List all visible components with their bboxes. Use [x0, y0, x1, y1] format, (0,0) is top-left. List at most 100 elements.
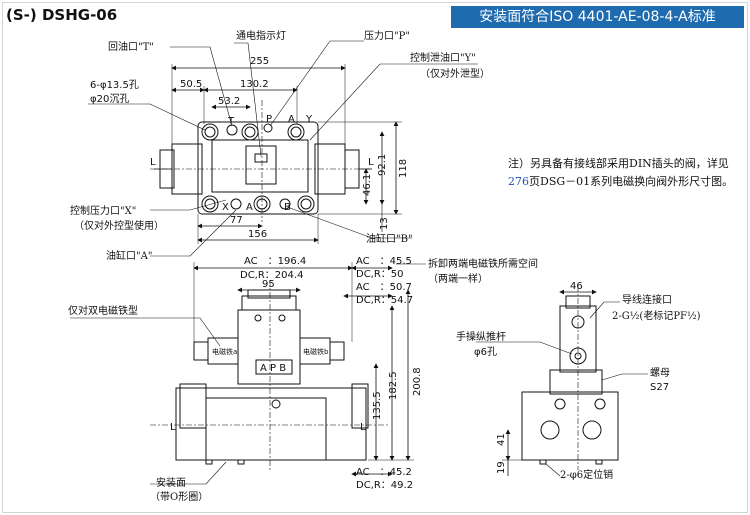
label-19: 19: [496, 461, 507, 474]
bolt-hole-inner: [204, 126, 216, 138]
note-prefix: 注）另具备有接线部采用DIN插头的阀，详见: [508, 157, 729, 170]
label-46: 46: [570, 281, 583, 292]
dim-46-1: 46.1: [362, 174, 373, 196]
note-suffix: 页DSG－01系列电磁换向阀外形尺寸图。: [529, 175, 734, 188]
label-front-side-l: L: [170, 422, 176, 433]
label-nut: 螺母: [650, 367, 670, 379]
bolt-hole: [297, 195, 315, 213]
main-valve-body: [175, 387, 367, 461]
leader-indicator: [234, 42, 262, 157]
label-dcr-top-left: DC,R：204.4: [240, 270, 303, 281]
foot: [237, 459, 245, 465]
label-s27: S27: [650, 382, 669, 393]
label-conduit-size: 2-G½(老标记PF½): [612, 309, 701, 322]
label-mark-a: A: [288, 114, 295, 125]
label-ac-top-right: AC ：45.5: [356, 256, 412, 267]
label-mark-x: X: [222, 202, 229, 213]
pilot-cap: [247, 289, 291, 299]
leader-manual-lever: [476, 341, 573, 355]
port-b: [279, 198, 291, 210]
dim-77: 77: [230, 215, 243, 226]
label-port-b: 油缸口"B": [366, 232, 413, 245]
label-dcr-top-right: DC,R：50: [356, 269, 404, 280]
label-solenoid-a: 电磁铁a: [212, 347, 237, 356]
leader-port-b: [289, 207, 412, 239]
top-base-plate: [197, 121, 319, 215]
label-pilot-port: 控制压力口"X": [70, 204, 136, 217]
end-cap-left: [179, 383, 207, 429]
side-bolt: [594, 398, 606, 410]
label-ac-bottom: AC ：45.2: [356, 467, 412, 478]
label-drain-port-note: （仅对外泄型）: [420, 67, 490, 80]
label-solenoid-b: 电磁铁b: [303, 347, 329, 356]
label-mark-b: B: [284, 202, 291, 213]
standard-banner: 安装面符合ISO 4401-AE-08-4-A标准: [451, 6, 744, 28]
label-mounting-face: 安装面: [156, 476, 186, 489]
dim-156: 156: [248, 229, 267, 240]
label-counterbore: φ20沉孔: [90, 92, 129, 105]
leader-double-solenoid: [70, 317, 221, 347]
pilot-bolt: [278, 314, 286, 322]
label-power-indicator: 通电指示灯: [236, 29, 286, 42]
bolt-hole: [287, 123, 305, 141]
side-view: [476, 286, 648, 477]
label-dcr-bottom: DC,R：49.2: [356, 480, 413, 491]
top-pilot-center: [245, 145, 277, 185]
label-bolt-holes: 6-φ13.5孔: [90, 79, 139, 91]
label-front-side-l2: L: [360, 422, 366, 433]
side-main-body: [521, 391, 619, 461]
label-200-8: 200.8: [412, 367, 423, 396]
leader-pilot-port: [150, 199, 227, 211]
label-o-ring: （带O形圈）: [150, 491, 208, 503]
dim-50-5: 50.5: [180, 79, 202, 90]
label-apb: A P B: [260, 363, 286, 374]
bolt-hole-inner: [290, 126, 302, 138]
port-p: [263, 123, 273, 133]
port-a: [230, 198, 242, 210]
solenoid-b-cap: [329, 341, 345, 361]
label-95: 95: [262, 279, 275, 290]
note-page-ref[interactable]: 276: [508, 175, 529, 188]
label-port-a: 油缸口"A": [106, 249, 152, 262]
side-pilot-base: [549, 369, 603, 395]
side-bolt: [554, 398, 566, 410]
bolt-hole-inner: [244, 126, 256, 138]
label-side-l: L: [150, 157, 156, 168]
label-conduit: 导线连接口: [622, 293, 672, 306]
reference-note: 注）另具备有接线部采用DIN插头的阀，详见 276页DSG－01系列电磁换向阀外形…: [508, 155, 744, 191]
dim-13: 13: [379, 217, 390, 230]
leader-conduit: [589, 301, 620, 319]
label-mark-a-left: A: [246, 202, 253, 213]
bolt-hole: [241, 123, 259, 141]
side-hole: [540, 420, 560, 440]
label-182-5: 182.5: [388, 371, 399, 400]
dim-53-2: 53.2: [218, 96, 240, 107]
leader-port-a: [150, 209, 237, 257]
label-pilot-port-note: （仅对外控型使用）: [74, 219, 164, 232]
locating-pin: [539, 459, 547, 465]
dim-255: 255: [250, 56, 269, 67]
side-hole: [582, 420, 602, 440]
main-valve-core: [205, 397, 327, 461]
dim-118: 118: [398, 159, 409, 178]
leader-pressure-port: [269, 40, 364, 127]
label-41: 41: [496, 433, 507, 446]
bolt-hole-inner: [300, 198, 312, 210]
locating-pin: [595, 459, 603, 465]
body-bolt: [271, 399, 281, 409]
top-view: [88, 40, 478, 257]
model-title: (S-) DSHG-06: [6, 6, 118, 24]
label-mark-t: T: [227, 116, 235, 127]
label-drain-port: 控制泄油口"Y": [410, 51, 476, 64]
bolt-hole: [201, 195, 219, 213]
leader-mounting-face: [150, 461, 227, 485]
label-locating-pins: 2-φ6定位销: [560, 468, 613, 481]
apb-plate: [255, 359, 293, 375]
dim-92-1: 92.1: [377, 154, 388, 176]
label-135-5: 135.5: [372, 391, 383, 420]
label-ac-top-left: AC ：196.4: [244, 256, 306, 267]
leader-bolt-holes: [88, 103, 206, 131]
label-hole6: φ6孔: [474, 346, 497, 358]
leader-nut: [601, 373, 648, 381]
